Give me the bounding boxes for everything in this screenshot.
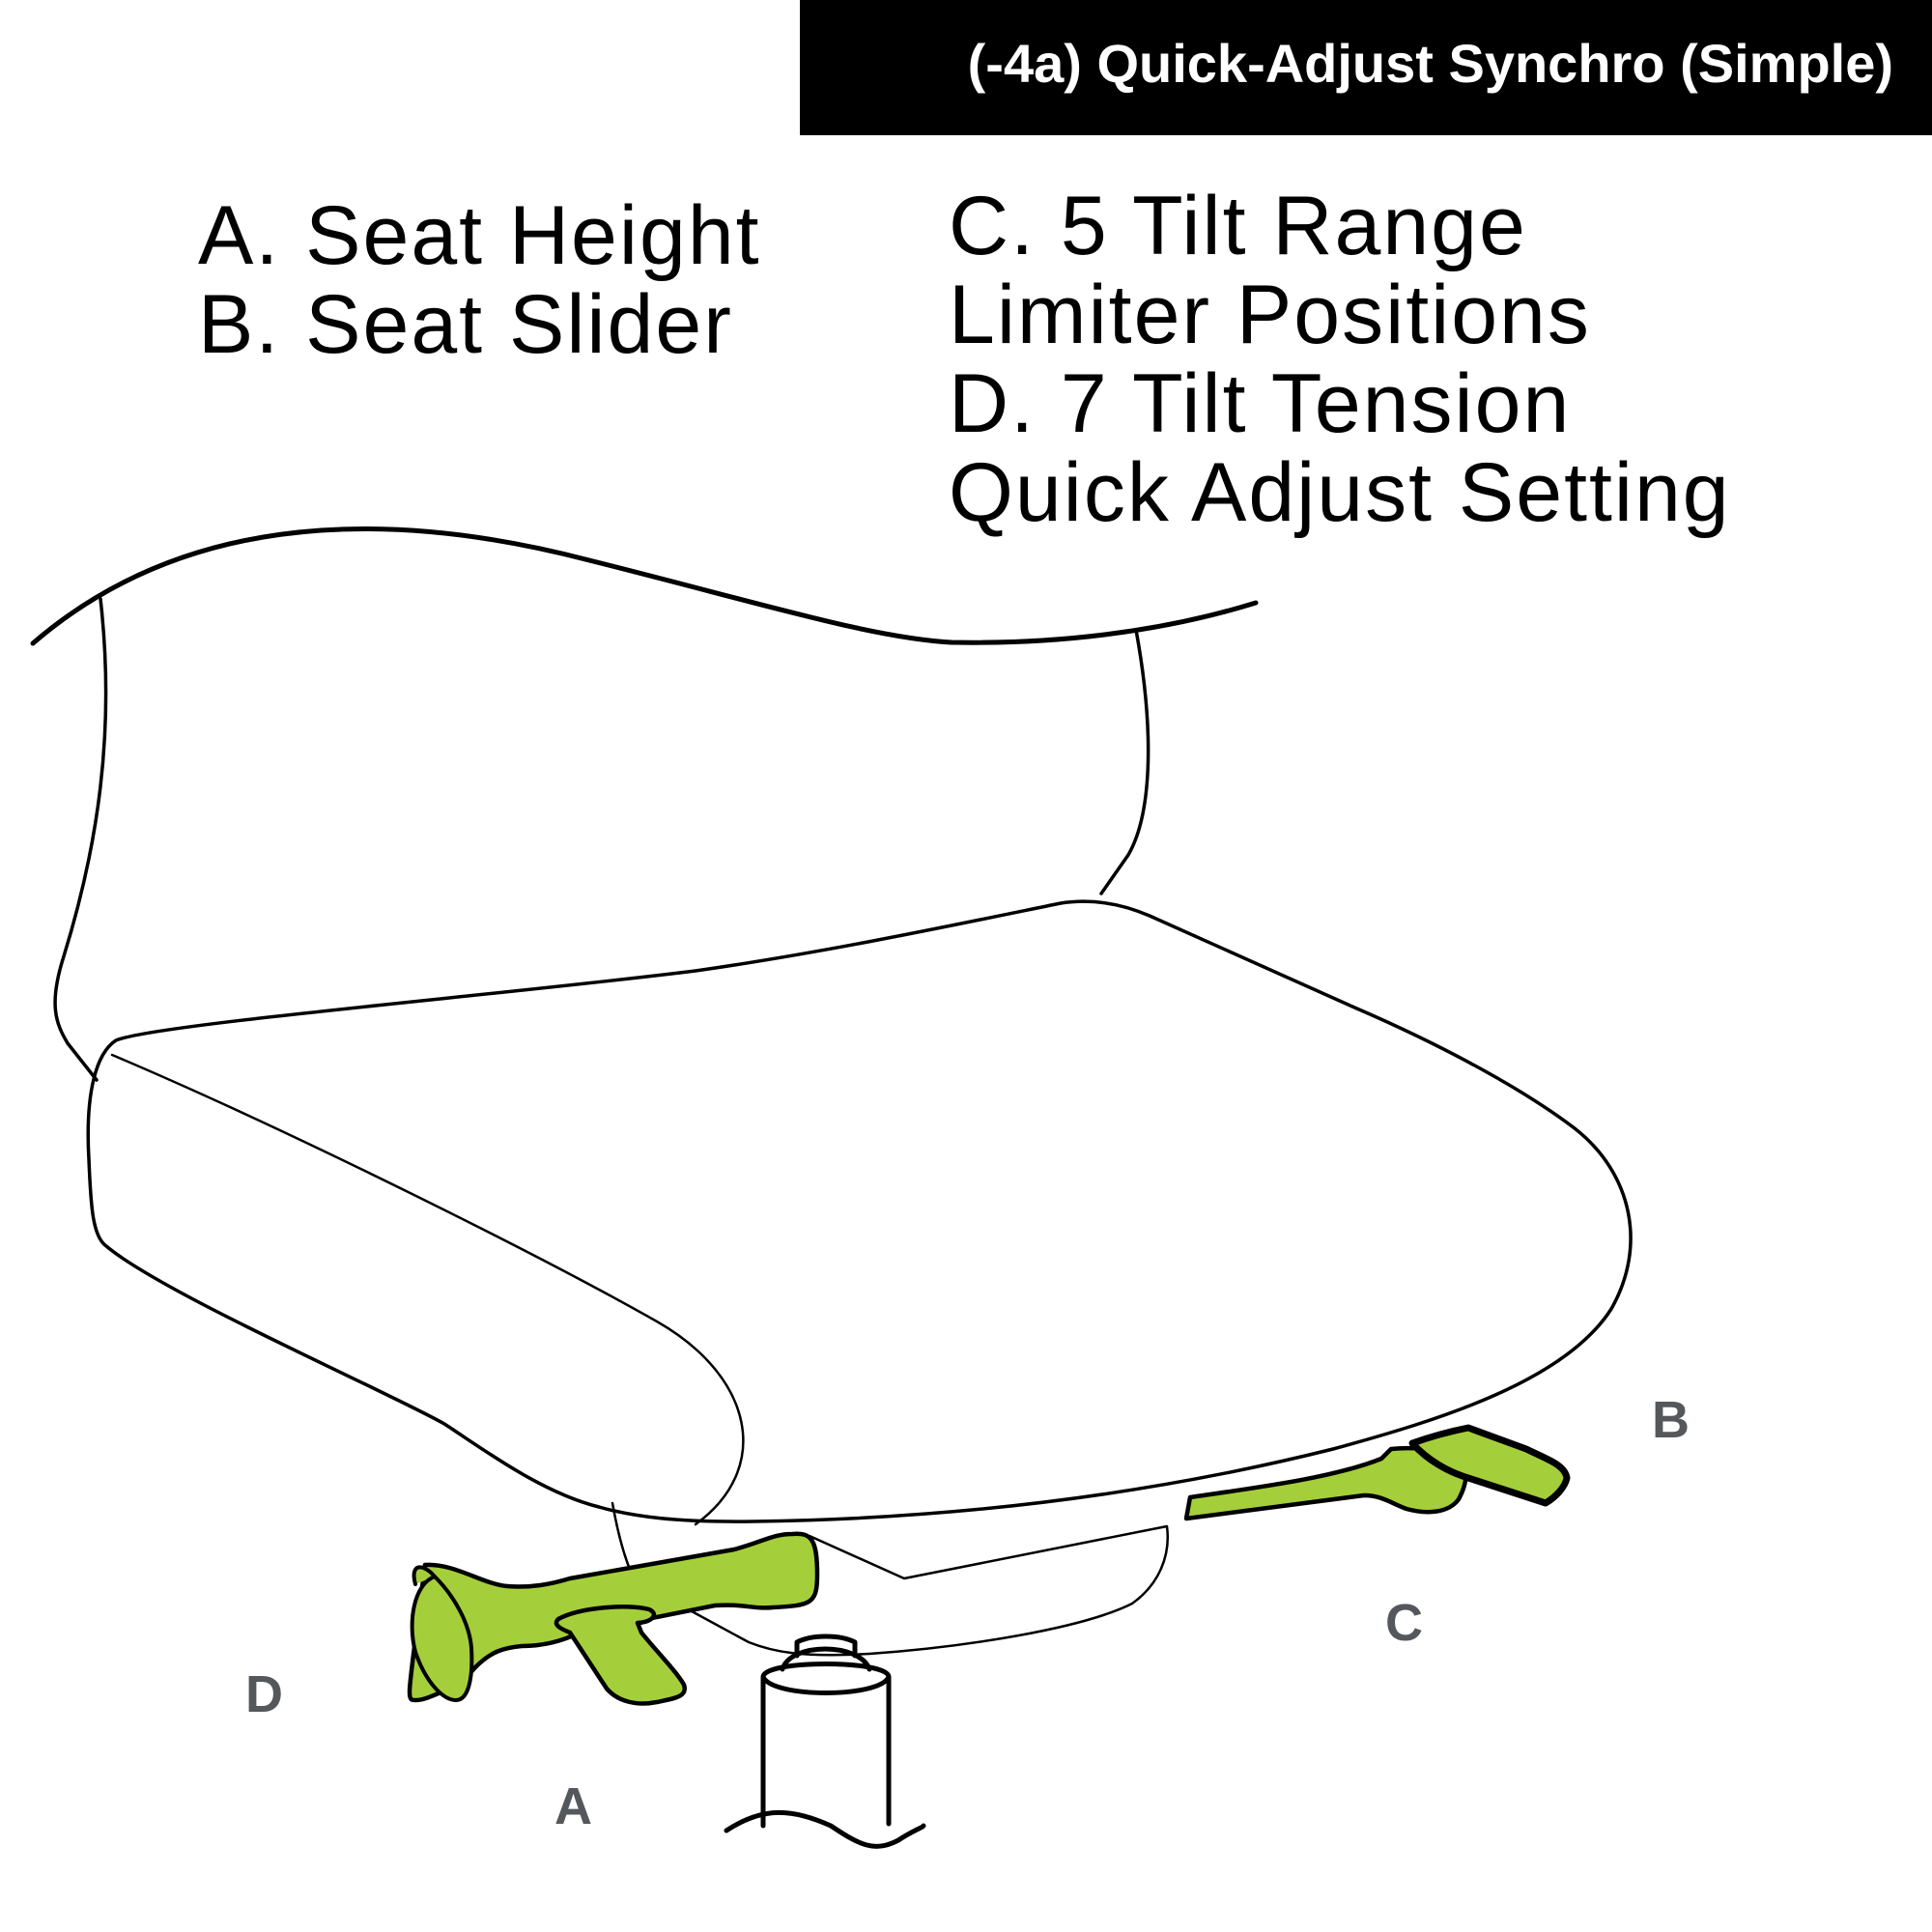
gas-cylinder	[760, 1634, 892, 1829]
legend-item-b: B. Seat Slider	[198, 278, 733, 371]
legend-right: C. 5 Tilt Range Limiter Positions D. 7 T…	[949, 182, 1731, 537]
callout-c: C	[1385, 1594, 1423, 1652]
legend-left: A. Seat Height B. Seat Slider	[198, 191, 761, 369]
title-bar: (-4a) Quick-Adjust Synchro (Simple)	[800, 0, 1932, 135]
cylinder-break-line	[724, 1809, 926, 1849]
legend-item-d-cont: Quick Adjust Setting	[949, 446, 1731, 539]
seat-side-crease	[110, 1053, 745, 1526]
callout-b: B	[1652, 1391, 1690, 1449]
lever-b-slider	[1408, 1424, 1571, 1507]
backrest-top-edge	[30, 526, 1259, 646]
callout-a: A	[554, 1777, 592, 1835]
callout-d: D	[245, 1665, 283, 1723]
seat-cushion	[86, 899, 1633, 1523]
diagram-title: (-4a) Quick-Adjust Synchro (Simple)	[967, 33, 1893, 94]
lever-a-paddle	[554, 1604, 687, 1706]
lever-d-end-cap	[410, 1565, 474, 1702]
legend-item-a: A. Seat Height	[198, 189, 761, 282]
legend-item-d: D. 7 Tilt Tension	[949, 357, 1572, 450]
backrest-right-edge	[1099, 628, 1151, 895]
legend-item-c: C. 5 Tilt Range	[949, 180, 1527, 272]
backrest-left-edge	[53, 597, 108, 1082]
legend-item-c-cont: Limiter Positions	[949, 269, 1591, 361]
